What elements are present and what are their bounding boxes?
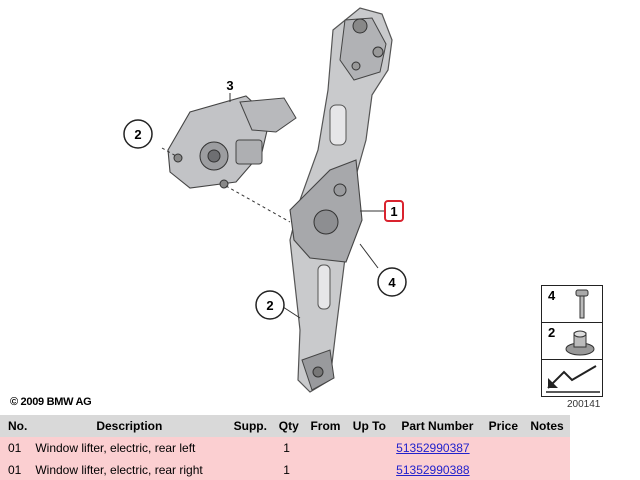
row-no: 01 bbox=[0, 437, 32, 459]
diagram-id: 200141 bbox=[567, 399, 601, 410]
copyright: © 2009 BMW AG bbox=[10, 396, 92, 408]
parts-table: No. Description Supp. Qty From Up To Par… bbox=[0, 415, 570, 480]
row-no: 01 bbox=[0, 459, 32, 480]
window-motor[interactable] bbox=[167, 95, 297, 189]
row-description: Window lifter, electric, rear right bbox=[31, 459, 228, 480]
part-number-link[interactable]: 51352990388 bbox=[396, 463, 470, 477]
legend-number: 2 bbox=[548, 325, 556, 340]
svg-text:3: 3 bbox=[226, 78, 233, 93]
parts-diagram: 1 2 3 4 2 bbox=[123, 7, 407, 393]
callout-3[interactable]: 3 bbox=[226, 78, 234, 102]
row-supp bbox=[227, 459, 274, 480]
table-row[interactable]: 01 Window lifter, electric, rear right 1… bbox=[0, 459, 570, 480]
row-part-number: 51352990387 bbox=[392, 437, 483, 459]
callout-2-upper[interactable]: 2 bbox=[123, 119, 153, 149]
window-lifter-assembly[interactable] bbox=[289, 7, 393, 393]
callout-2-lower[interactable]: 2 bbox=[255, 290, 285, 320]
svg-text:1: 1 bbox=[390, 204, 397, 219]
row-notes bbox=[524, 437, 570, 459]
row-part-number: 51352990388 bbox=[392, 459, 483, 480]
row-qty: 1 bbox=[273, 459, 305, 480]
col-supp: Supp. bbox=[227, 415, 274, 437]
svg-text:2: 2 bbox=[266, 298, 273, 313]
callout-1[interactable]: 1 bbox=[360, 200, 404, 222]
legend-number: 4 bbox=[548, 288, 556, 303]
legend-bolt: 4 bbox=[541, 285, 603, 323]
row-supp bbox=[227, 437, 274, 459]
bolt-icon bbox=[575, 289, 589, 319]
col-upto: Up To bbox=[346, 415, 393, 437]
svg-text:4: 4 bbox=[388, 275, 396, 290]
nut-icon bbox=[565, 330, 595, 356]
row-notes bbox=[524, 459, 570, 480]
svg-text:2: 2 bbox=[134, 127, 141, 142]
row-description: Window lifter, electric, rear left bbox=[31, 437, 228, 459]
col-qty: Qty bbox=[273, 415, 305, 437]
col-from: From bbox=[304, 415, 347, 437]
row-price bbox=[482, 437, 525, 459]
row-price bbox=[482, 459, 525, 480]
row-upto bbox=[346, 459, 393, 480]
row-from bbox=[304, 437, 347, 459]
table-row[interactable]: 01 Window lifter, electric, rear left 1 … bbox=[0, 437, 570, 459]
col-notes: Notes bbox=[524, 415, 570, 437]
col-description: Description bbox=[31, 415, 228, 437]
row-from bbox=[304, 459, 347, 480]
arrow-icon bbox=[546, 365, 600, 393]
legend-nut: 2 bbox=[541, 322, 603, 360]
legend-arrow bbox=[541, 359, 603, 397]
table-header: No. Description Supp. Qty From Up To Par… bbox=[0, 415, 570, 437]
row-upto bbox=[346, 437, 393, 459]
col-part-number: Part Number bbox=[392, 415, 483, 437]
row-qty: 1 bbox=[273, 437, 305, 459]
part-number-link[interactable]: 51352990387 bbox=[396, 441, 470, 455]
col-no: No. bbox=[0, 415, 32, 437]
callout-4[interactable]: 4 bbox=[377, 267, 407, 297]
col-price: Price bbox=[482, 415, 525, 437]
